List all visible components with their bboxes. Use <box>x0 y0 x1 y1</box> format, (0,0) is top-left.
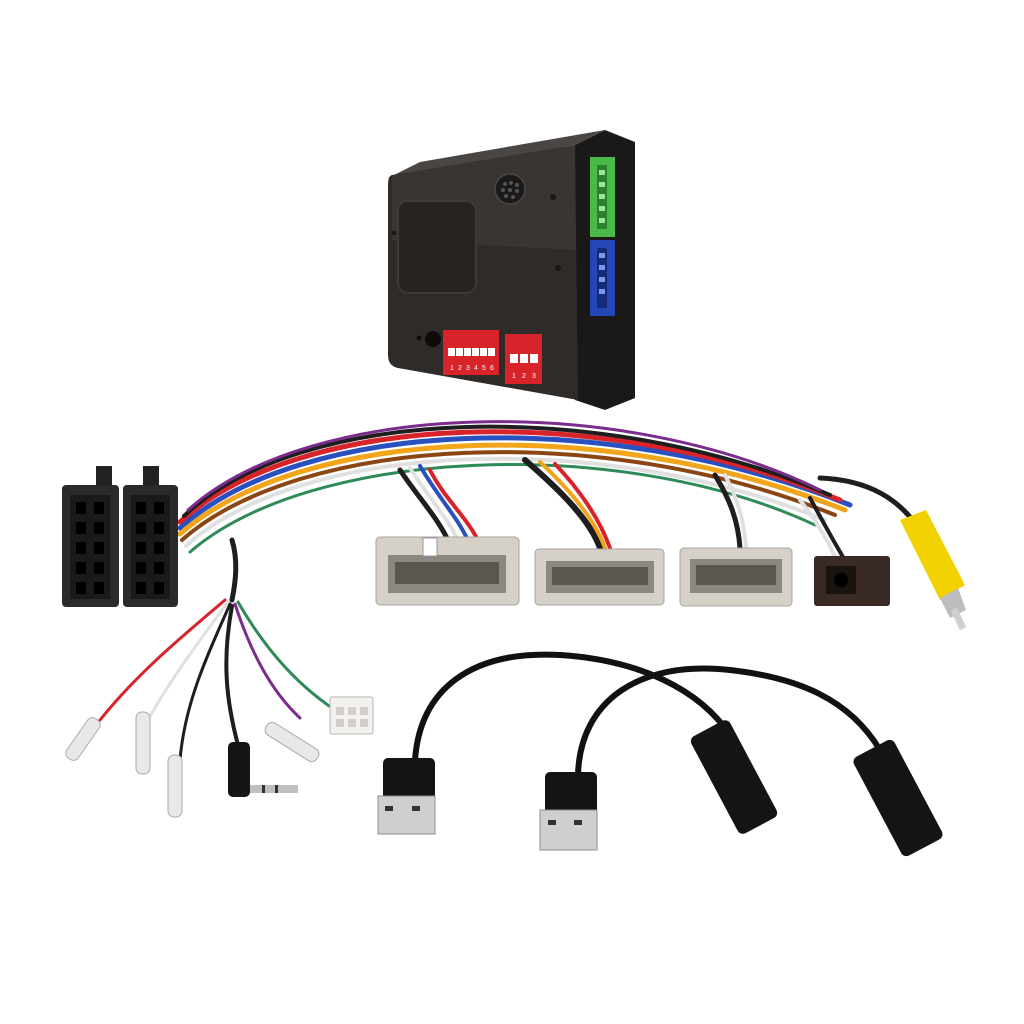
speaker-grille <box>494 173 526 205</box>
iso-connector-blocks <box>62 466 178 607</box>
svg-text:6: 6 <box>490 365 494 372</box>
svg-text:2: 2 <box>458 365 462 372</box>
bullet-terminals <box>65 711 320 818</box>
svg-text:5: 5 <box>482 365 486 372</box>
usb-cable-1 <box>377 651 778 835</box>
dip-switch-bank-1: 1 2 3 4 5 6 <box>443 330 499 375</box>
green-port <box>590 157 615 237</box>
oem-plug-1 <box>375 536 520 606</box>
wire-harness-bundle <box>177 420 923 559</box>
loose-leads <box>98 537 337 762</box>
small-camera-plug <box>814 556 890 606</box>
svg-text:3: 3 <box>532 373 536 380</box>
svg-text:3: 3 <box>466 365 470 372</box>
oem-plug-2 <box>534 548 665 606</box>
svg-text:1: 1 <box>450 365 454 372</box>
interface-module: 1 2 3 4 5 6 1 2 3 <box>388 130 635 410</box>
rca-plug <box>900 510 967 631</box>
svg-text:2: 2 <box>522 373 526 380</box>
blue-port <box>590 240 615 316</box>
iso-connector-2 <box>123 466 178 607</box>
oem-plug-3 <box>679 547 793 607</box>
svg-text:4: 4 <box>474 365 478 372</box>
svg-text:1: 1 <box>512 373 516 380</box>
audio-jack-3-5mm <box>228 742 298 797</box>
reset-button[interactable] <box>425 331 441 347</box>
white-small-connector <box>329 696 374 735</box>
usb-cable-2 <box>539 665 943 857</box>
iso-connector-1 <box>62 466 119 607</box>
dip-switch-bank-2: 1 2 3 <box>505 334 542 384</box>
label-recess <box>397 200 477 294</box>
